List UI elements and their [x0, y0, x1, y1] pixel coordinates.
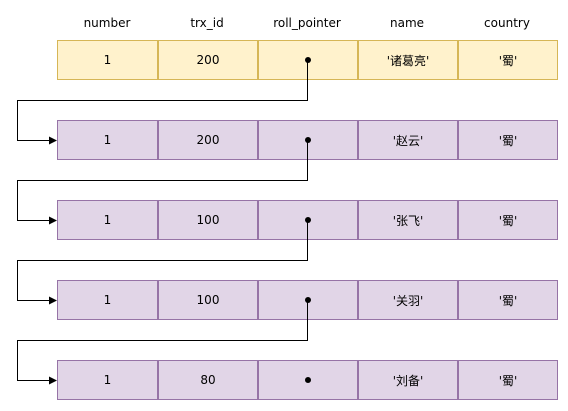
- cell-trx-id: 200: [158, 40, 258, 80]
- cell-name: '张飞': [358, 200, 458, 240]
- column-header-trx-id: trx_id: [190, 16, 224, 30]
- cell-country: '蜀': [458, 120, 558, 160]
- cell-name: '赵云': [358, 120, 458, 160]
- undo-record-row: 1 200 '赵云' '蜀': [57, 120, 558, 160]
- column-header-roll-pointer: roll_pointer: [273, 16, 341, 30]
- cell-country: '蜀': [458, 360, 558, 400]
- column-header-name: name: [389, 16, 425, 30]
- cell-number: 1: [57, 120, 158, 160]
- cell-trx-id: 100: [158, 280, 258, 320]
- column-header-number: number: [83, 16, 131, 30]
- cell-trx-id: 80: [158, 360, 258, 400]
- cell-number: 1: [57, 360, 158, 400]
- roll-pointer-arrow: [17, 220, 308, 305]
- roll-pointer-arrow: [17, 60, 308, 145]
- cell-name: '诸葛亮': [358, 40, 458, 80]
- roll-pointer-arrow: [17, 300, 308, 385]
- cell-name: '关羽': [358, 280, 458, 320]
- cell-name: '刘备': [358, 360, 458, 400]
- cell-country: '蜀': [458, 280, 558, 320]
- undo-record-row: 1 80 '刘备' '蜀': [57, 360, 558, 400]
- pointer-dot-icon: [305, 377, 311, 383]
- roll-pointer-arrow: [17, 140, 308, 225]
- cell-country: '蜀': [458, 200, 558, 240]
- cell-roll-pointer: [258, 360, 358, 400]
- column-header-country: country: [484, 16, 530, 30]
- cell-number: 1: [57, 40, 158, 80]
- cell-number: 1: [57, 280, 158, 320]
- undo-record-row: 1 100 '张飞' '蜀': [57, 200, 558, 240]
- cell-trx-id: 200: [158, 120, 258, 160]
- cell-number: 1: [57, 200, 158, 240]
- cell-trx-id: 100: [158, 200, 258, 240]
- cell-country: '蜀': [458, 40, 558, 80]
